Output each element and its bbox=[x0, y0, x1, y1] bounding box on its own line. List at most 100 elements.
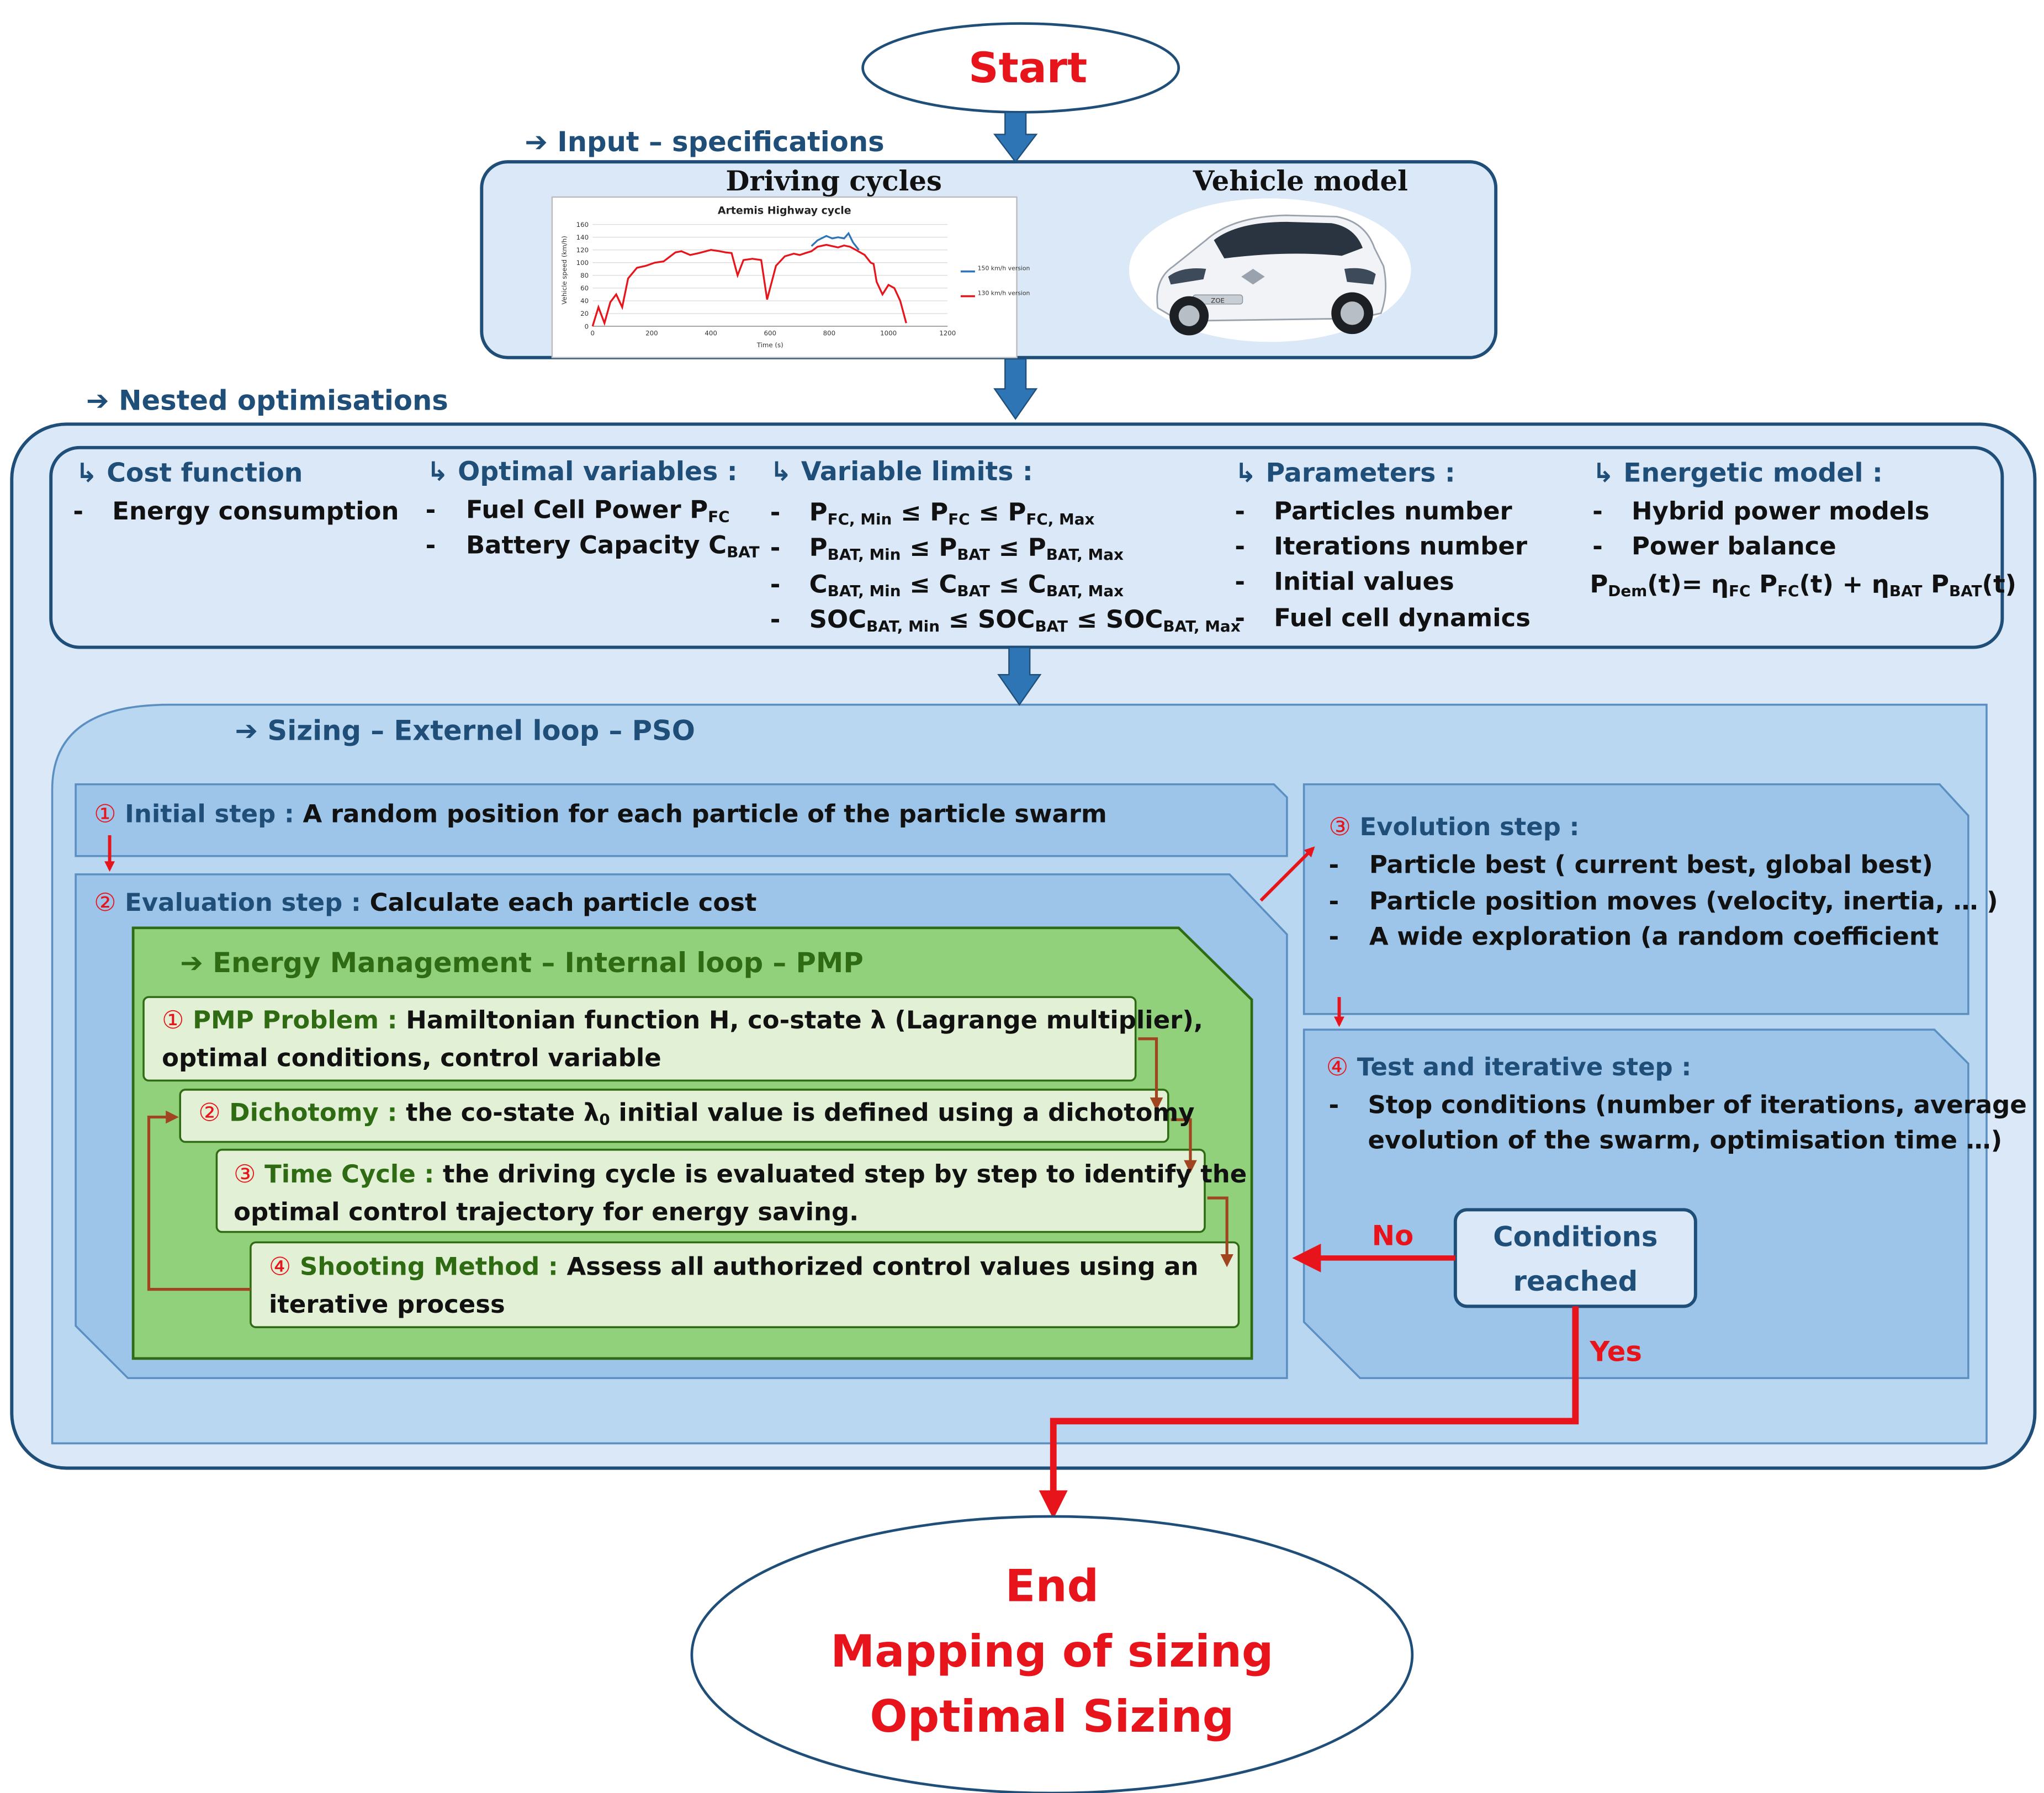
variable-limits-heading: ↳ Variable limits : bbox=[770, 455, 1033, 487]
dichotomy-box bbox=[179, 1089, 1169, 1143]
chart-ytick: 120 bbox=[576, 246, 589, 254]
time-cycle-box bbox=[215, 1148, 1206, 1233]
dichotomy-text-a: the co-state λ bbox=[406, 1099, 600, 1128]
chart-ylabel: Vehicle speed (km/h) bbox=[560, 236, 568, 304]
arrow-dichotomy-time bbox=[1171, 1118, 1197, 1174]
dash-bullet: - bbox=[1328, 1091, 1339, 1120]
end-line-3: Optimal Sizing bbox=[870, 1691, 1235, 1744]
end-line-1: End bbox=[1005, 1561, 1099, 1613]
chart-xtick: 0 bbox=[590, 330, 595, 337]
chart-ytick: 100 bbox=[576, 259, 589, 267]
chart-ytick: 40 bbox=[580, 297, 589, 305]
circle-arrow-icon: ➔ bbox=[86, 385, 109, 417]
limit-pbat: PBAT, Min ≤ PBAT ≤ PBAT, Max bbox=[809, 533, 1124, 564]
chart-xlabel: Time (s) bbox=[756, 341, 783, 349]
chart-ytick: 60 bbox=[580, 284, 589, 292]
shooting-number: ④ bbox=[268, 1253, 292, 1282]
parameters-heading: ↳ Parameters : bbox=[1235, 457, 1455, 488]
arrow-params-sizing bbox=[997, 646, 1042, 706]
arrow-shooting-loop bbox=[147, 1110, 251, 1291]
time-cycle-label: Time Cycle : bbox=[264, 1160, 435, 1189]
pmp-line-1: ① PMP Problem : Hamiltonian function H, … bbox=[162, 1005, 1203, 1036]
dichotomy-number: ② bbox=[198, 1099, 221, 1128]
test-number: ④ bbox=[1326, 1053, 1349, 1082]
shooting-label: Shooting Method : bbox=[299, 1253, 558, 1282]
sizing-heading: ➔ Sizing – Externel loop – PSO bbox=[235, 715, 695, 746]
dash-bullet: - bbox=[425, 531, 436, 560]
arrow-start-input bbox=[993, 112, 1038, 163]
param-iterations: Iterations number bbox=[1274, 532, 1527, 561]
pmp-box bbox=[142, 996, 1137, 1082]
dash-bullet: - bbox=[770, 498, 781, 528]
optimal-var-battery-sub: BAT bbox=[727, 543, 760, 561]
chart-xtick: 1200 bbox=[939, 330, 956, 337]
test-line-1: Stop conditions (number of iterations, a… bbox=[1368, 1091, 2027, 1120]
legend-blue: 150 km/h version bbox=[978, 264, 1030, 272]
initial-step-box bbox=[75, 783, 1288, 857]
parameters-heading-text: Parameters : bbox=[1265, 457, 1455, 489]
chart-xtick: 1000 bbox=[880, 330, 897, 337]
chart-xtick: 400 bbox=[705, 330, 717, 337]
optimal-variables-heading-text: Optimal variables : bbox=[458, 455, 738, 487]
chart-xtick: 200 bbox=[645, 330, 658, 337]
test-line-2: evolution of the swarm, optimisation tim… bbox=[1368, 1126, 2003, 1155]
hook-arrow-icon: ↳ bbox=[76, 457, 98, 489]
chart-xtick: 800 bbox=[823, 330, 836, 337]
time-cycle-text-1: the driving cycle is evaluated step by s… bbox=[443, 1160, 1247, 1189]
limit-pfc: PFC, Min ≤ PFC ≤ PFC, Max bbox=[809, 498, 1095, 529]
energetic-model-heading-text: Energetic model : bbox=[1623, 457, 1883, 489]
hook-arrow-icon: ↳ bbox=[770, 455, 792, 487]
dichotomy-text-sub: 0 bbox=[599, 1110, 610, 1129]
cost-function-heading: ↳ Cost function bbox=[76, 457, 303, 488]
chart-xtick: 600 bbox=[764, 330, 776, 337]
optimal-var-battery: Battery Capacity CBAT bbox=[466, 530, 760, 561]
dash-bullet: - bbox=[1328, 922, 1339, 952]
evolution-item-2: Particle position moves (velocity, inert… bbox=[1369, 887, 1998, 916]
evaluation-step-label: Evaluation step : bbox=[125, 888, 361, 917]
dash-bullet: - bbox=[770, 533, 781, 563]
chart-ytick: 0 bbox=[585, 322, 589, 330]
dichotomy-label: Dichotomy : bbox=[229, 1099, 398, 1128]
start-label: Start bbox=[968, 43, 1088, 93]
shooting-line-2: iterative process bbox=[268, 1290, 505, 1320]
limit-soc: SOCBAT, Min ≤ SOCBAT ≤ SOCBAT, Max bbox=[809, 605, 1241, 636]
shooting-text-1: Assess all authorized control values usi… bbox=[566, 1253, 1199, 1282]
pmp-text-1: Hamiltonian function H, co-state λ (Lagr… bbox=[406, 1006, 1203, 1035]
initial-step-label: Initial step : bbox=[125, 800, 294, 829]
pmp-line-2: optimal conditions, control variable bbox=[162, 1044, 661, 1073]
optimal-var-fuel-cell-text: Fuel Cell Power P bbox=[465, 496, 708, 525]
dash-bullet: - bbox=[1235, 497, 1245, 526]
evaluation-step-text: Calculate each particle cost bbox=[369, 888, 757, 917]
arrow-time-shooting bbox=[1207, 1196, 1233, 1267]
dash-bullet: - bbox=[1328, 887, 1339, 916]
dash-bullet: - bbox=[425, 496, 436, 525]
time-cycle-number: ③ bbox=[234, 1160, 256, 1189]
dichotomy-line: ② Dichotomy : the co-state λ0 initial va… bbox=[198, 1097, 1194, 1129]
chart-ytick: 160 bbox=[576, 221, 589, 229]
variable-limits-heading-text: Variable limits : bbox=[801, 455, 1033, 487]
optimal-variables-heading: ↳ Optimal variables : bbox=[427, 455, 738, 487]
optimal-var-fuel-cell: Fuel Cell Power PFC bbox=[466, 495, 730, 526]
end-line-2: Mapping of sizing bbox=[830, 1626, 1274, 1679]
dash-bullet: - bbox=[770, 605, 781, 634]
dash-bullet: - bbox=[1235, 532, 1245, 561]
cost-function-heading-text: Cost function bbox=[107, 457, 303, 489]
step-number-2: ② bbox=[94, 888, 117, 917]
circle-arrow-icon: ➔ bbox=[235, 715, 258, 747]
vehicle-model-label: Vehicle model bbox=[1193, 164, 1408, 197]
test-label: Test and iterative step : bbox=[1357, 1053, 1692, 1082]
arrow-pmp-dichotomy bbox=[1138, 1037, 1163, 1111]
hook-arrow-icon: ↳ bbox=[1592, 457, 1614, 489]
conditions-line-2: reached bbox=[1513, 1266, 1638, 1297]
pmp-label: PMP Problem : bbox=[193, 1006, 398, 1035]
sizing-heading-text: Sizing – Externel loop – PSO bbox=[267, 715, 696, 747]
dash-bullet: - bbox=[770, 570, 781, 600]
arrow-yes bbox=[1039, 1306, 1579, 1519]
optimal-var-battery-text: Battery Capacity C bbox=[465, 531, 727, 560]
input-heading: ➔ Input – specifications bbox=[525, 126, 884, 158]
test-heading: ④ Test and iterative step : bbox=[1326, 1052, 1691, 1083]
energetic-hybrid: Hybrid power models bbox=[1632, 497, 1930, 526]
dash-bullet: - bbox=[1235, 567, 1245, 597]
chart-ytick: 20 bbox=[580, 310, 589, 317]
step-number-1: ① bbox=[94, 800, 117, 829]
